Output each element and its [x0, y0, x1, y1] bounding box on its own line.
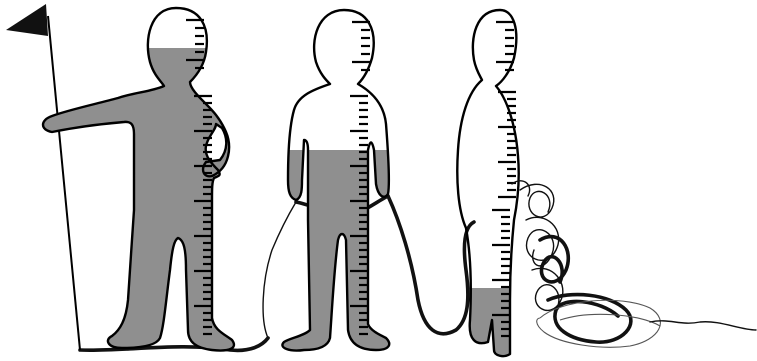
- fill-level-1: [30, 48, 250, 361]
- figure-sideways-tangled: [450, 10, 540, 361]
- flag: [6, 4, 80, 350]
- figure-with-flag: [30, 8, 250, 361]
- figure-holding-rope: [270, 10, 410, 361]
- flag-pole: [48, 16, 80, 350]
- tangled-rope: [512, 181, 756, 347]
- flag-banner: [6, 4, 48, 36]
